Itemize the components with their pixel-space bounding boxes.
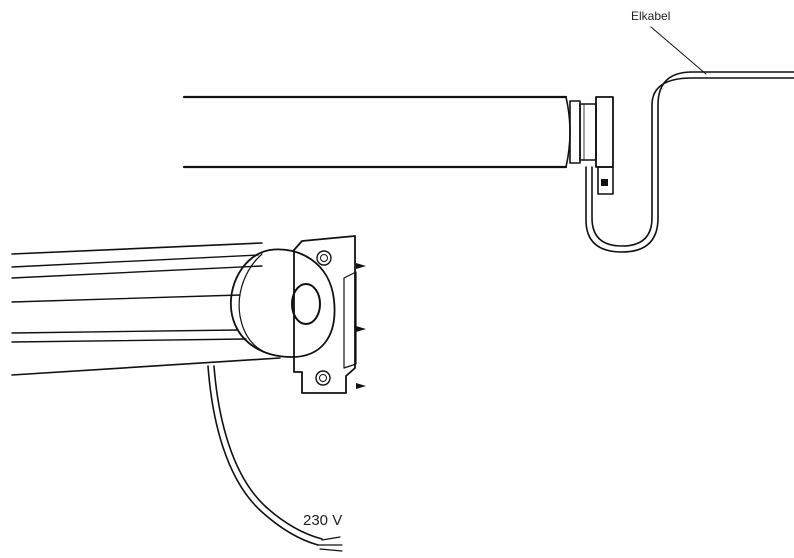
cable-label: Elkabel — [631, 9, 671, 23]
cable-label-leader — [650, 26, 707, 75]
motor-end-cap — [230, 248, 336, 358]
motor-head — [569, 96, 614, 195]
voltage-label: 230 V — [303, 512, 343, 529]
mount-screw — [601, 179, 608, 186]
power-cable-loop — [585, 71, 794, 253]
awning-profile — [11, 242, 281, 376]
supply-cable — [207, 365, 343, 552]
wall-bracket — [293, 235, 357, 394]
motor-tube — [182, 95, 571, 169]
bracket-screws — [356, 263, 366, 389]
